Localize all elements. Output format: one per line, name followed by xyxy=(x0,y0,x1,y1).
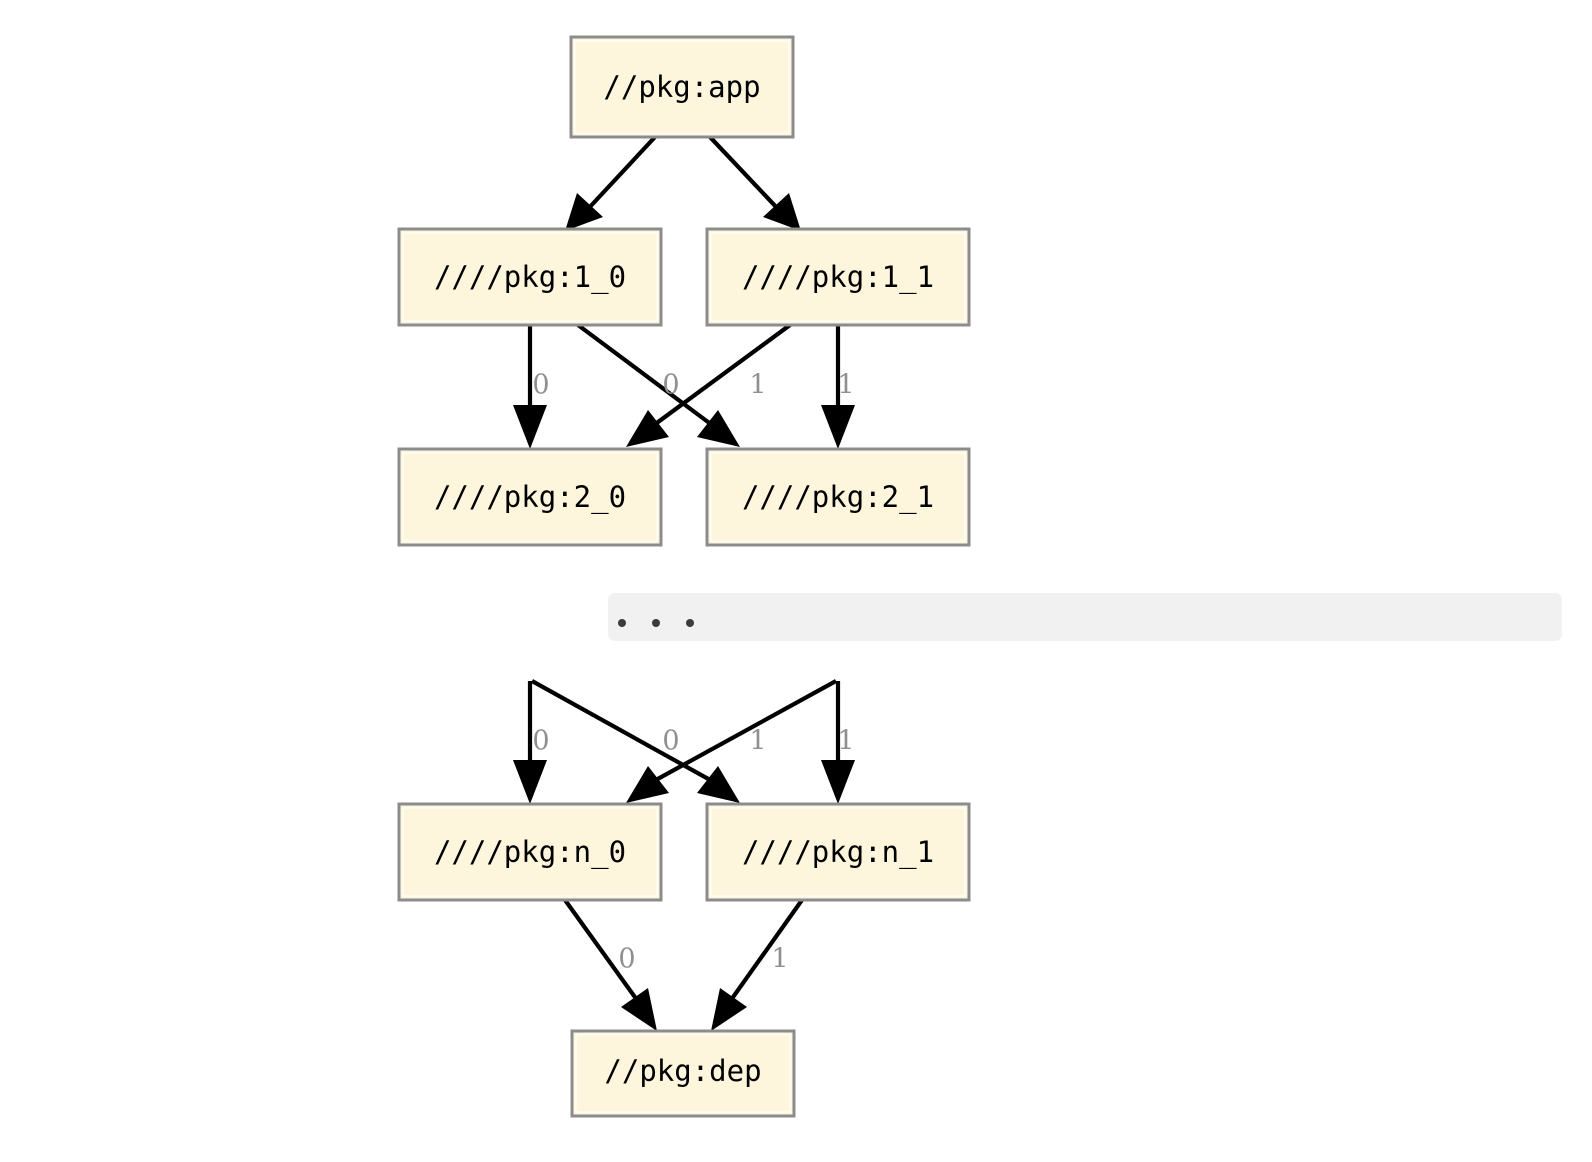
edge-label: 0 xyxy=(532,370,549,401)
edge-label: 1 xyxy=(771,944,788,975)
edge-label: 1 xyxy=(749,370,766,401)
node-label: //pkg:app xyxy=(603,70,760,104)
edge-n_0-to-dep: 0 xyxy=(563,898,657,1031)
edge-cut-to-n_1-straight: 1 xyxy=(821,681,855,804)
ellipsis-dot xyxy=(618,619,626,627)
edge-1_0-to-2_1: 0 xyxy=(576,323,740,447)
node-pkg-1_1[interactable]: ////pkg:1_1 xyxy=(705,227,971,327)
edge-1_1-to-2_1: 1 xyxy=(821,325,855,449)
node-label: ////pkg:n_0 xyxy=(434,835,626,870)
node-label: ////pkg:1_0 xyxy=(434,260,626,295)
ellipsis-icon xyxy=(618,619,694,627)
edge-label: 1 xyxy=(837,370,854,401)
collapsed-section-band[interactable] xyxy=(608,593,1562,641)
node-dep[interactable]: //pkg:dep xyxy=(570,1029,796,1118)
edge-cut-to-n_0-cross: 1 xyxy=(626,679,838,803)
edge-label: 0 xyxy=(618,944,635,975)
node-label: ////pkg:2_0 xyxy=(434,480,626,515)
node-label: ////pkg:n_1 xyxy=(742,835,934,870)
node-app[interactable]: //pkg:app xyxy=(569,35,795,139)
node-pkg-n_0[interactable]: ////pkg:n_0 xyxy=(397,802,663,902)
node-pkg-1_0[interactable]: ////pkg:1_0 xyxy=(397,227,663,327)
edge-label: 0 xyxy=(662,370,679,401)
edge-1_1-to-2_0: 1 xyxy=(626,323,792,447)
edge-n_1-to-dep: 1 xyxy=(711,898,804,1031)
edge-cut-to-n_1-cross: 0 xyxy=(530,679,740,803)
ellipsis-dot xyxy=(686,619,694,627)
edge-label: 1 xyxy=(837,726,854,757)
node-label: ////pkg:1_1 xyxy=(742,260,934,295)
node-pkg-2_1[interactable]: ////pkg:2_1 xyxy=(705,447,971,547)
ellipsis-dot xyxy=(652,619,660,627)
node-pkg-n_1[interactable]: ////pkg:n_1 xyxy=(705,802,971,902)
node-pkg-2_0[interactable]: ////pkg:2_0 xyxy=(397,447,663,547)
node-label: //pkg:dep xyxy=(604,1054,761,1088)
edge-app-to-1_1 xyxy=(708,135,801,231)
edge-label: 0 xyxy=(662,726,679,757)
edge-1_0-to-2_0: 0 xyxy=(513,325,550,449)
edge-cut-to-n_0-straight: 0 xyxy=(513,681,550,804)
edge-app-to-1_0 xyxy=(565,135,657,231)
edge-label: 0 xyxy=(532,726,549,757)
edge-label: 1 xyxy=(749,726,766,757)
node-label: ////pkg:2_1 xyxy=(742,480,934,515)
